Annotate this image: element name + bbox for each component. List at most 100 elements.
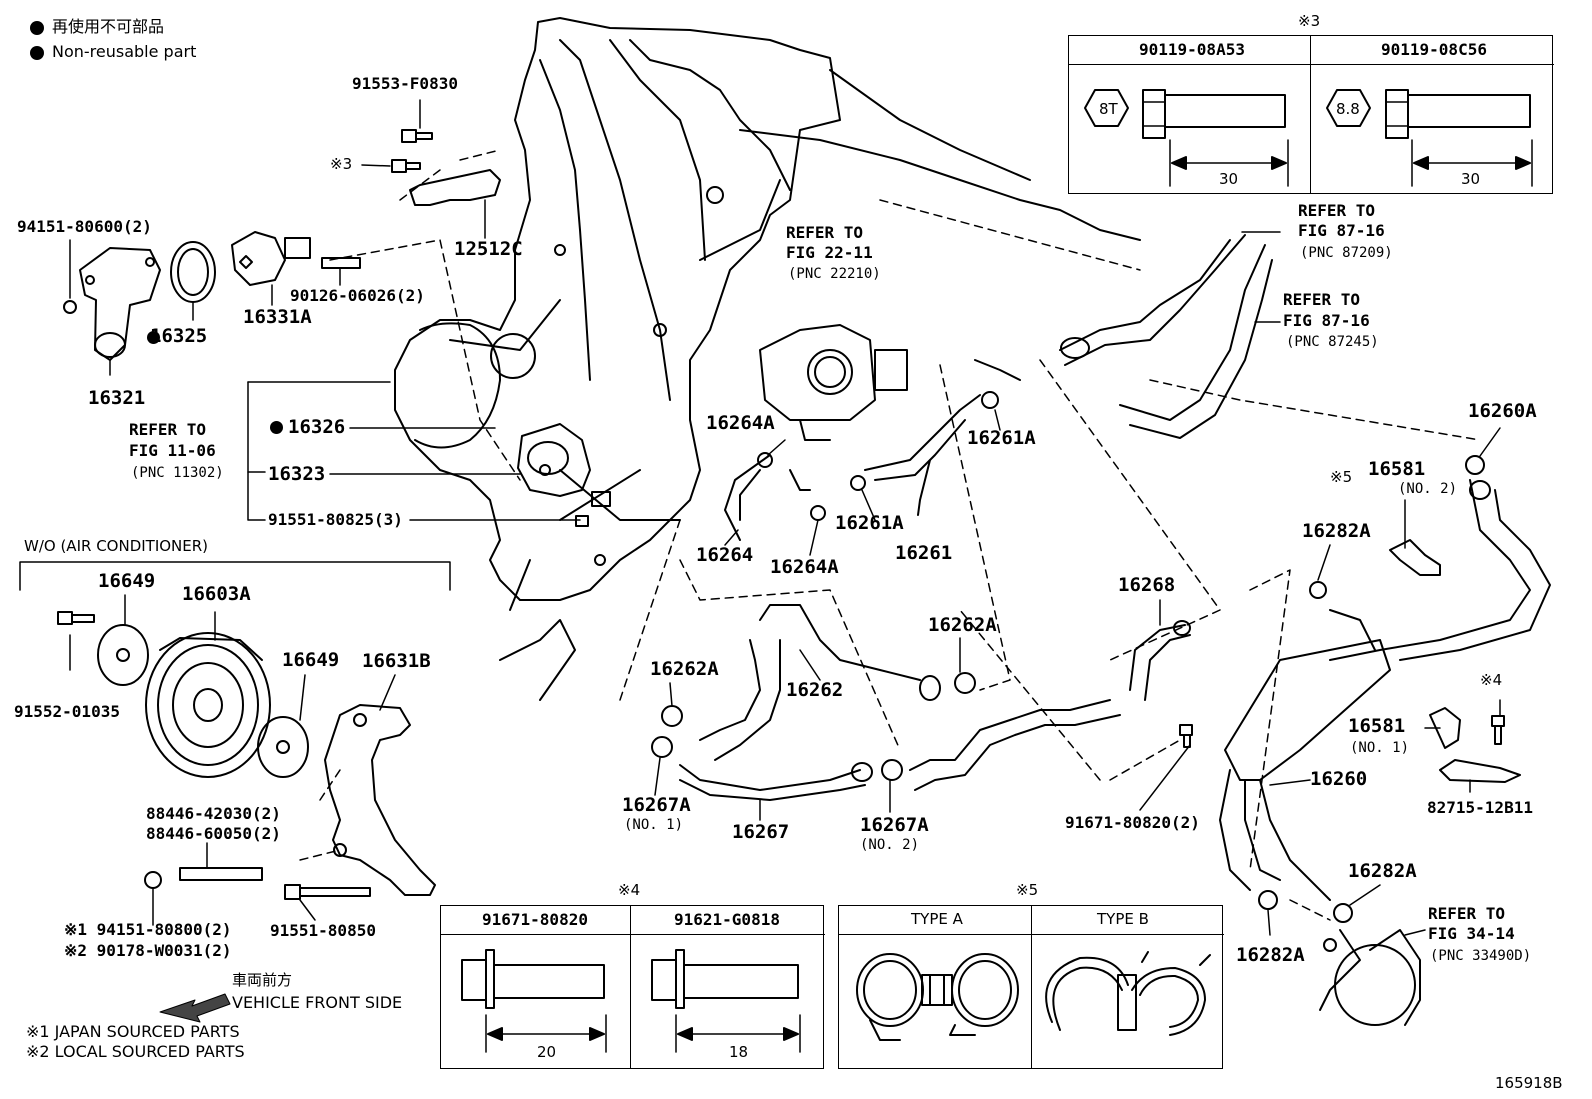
label-16282A-2[interactable]: 16282A	[1348, 860, 1417, 882]
label-16261A-2[interactable]: 16261A	[835, 512, 904, 534]
label-16261[interactable]: 16261	[895, 542, 953, 564]
label-16268[interactable]: 16268	[1118, 574, 1176, 596]
throttle-body-drawing	[759, 324, 908, 441]
front-caption-jp: 車両前方	[232, 971, 293, 989]
bolt-icon	[284, 884, 371, 900]
refer-87-16b-line1[interactable]: REFER TO	[1283, 290, 1361, 309]
front-caption-en: VEHICLE FRONT SIDE	[232, 993, 403, 1012]
idler-bracket-drawing	[324, 704, 436, 896]
table3-length-1: 30	[1219, 170, 1239, 188]
label-16282A-1[interactable]: 16282A	[1302, 520, 1371, 542]
refer-34-14-line2[interactable]: FIG 34-14	[1428, 924, 1515, 943]
vacuum-pump-drawing	[1323, 929, 1421, 1026]
bolt-spec-drawing-1	[1084, 89, 1289, 187]
label-16323[interactable]: 16323	[268, 463, 326, 485]
bracket-drawing	[409, 169, 501, 206]
label-16326[interactable]: 16326	[288, 416, 346, 438]
stud-bolt-drawing	[321, 257, 361, 269]
label-16261A-1[interactable]: 16261A	[967, 427, 1036, 449]
label-16264A-1[interactable]: 16264A	[706, 412, 775, 434]
label-94151-80800[interactable]: ※1 94151-80800(2)	[64, 920, 232, 939]
label-16262A-2[interactable]: 16262A	[650, 658, 719, 680]
label-90178-W0031[interactable]: ※2 90178-W0031(2)	[64, 941, 232, 960]
label-16581-no1[interactable]: 16581	[1348, 715, 1406, 737]
label-16603A[interactable]: 16603A	[182, 583, 251, 605]
refer-11-06-line1[interactable]: REFER TO	[129, 420, 207, 439]
leader-dashed-lines	[299, 149, 1481, 921]
label-16264A-2[interactable]: 16264A	[770, 556, 839, 578]
refer-34-14-line1[interactable]: REFER TO	[1428, 904, 1506, 923]
label-16581-no2[interactable]: 16581	[1368, 458, 1426, 480]
bolt-icon	[1491, 715, 1505, 745]
label-90126-06026[interactable]: 90126-06026(2)	[290, 286, 425, 305]
refer-87-16b-line3: (PNC 87245)	[1286, 334, 1379, 350]
label-16260A[interactable]: 16260A	[1468, 400, 1537, 422]
table4-length-1: 20	[537, 1043, 557, 1061]
label-note4-marker: ※4	[1480, 671, 1503, 689]
hose-ends	[851, 337, 1491, 782]
refer-11-06-line2[interactable]: FIG 11-06	[129, 441, 216, 460]
label-91551-80825[interactable]: 91551-80825(3)	[268, 510, 403, 529]
label-82715-12B11[interactable]: 82715-12B11	[1427, 798, 1533, 817]
label-16267[interactable]: 16267	[732, 821, 790, 843]
label-94151-80600[interactable]: 94151-80600(2)	[17, 217, 152, 236]
label-16321[interactable]: 16321	[88, 387, 146, 409]
label-91552-01035[interactable]: 91552-01035	[14, 702, 120, 721]
bolt-icon	[57, 611, 95, 625]
refer-22-11-line1[interactable]: REFER TO	[786, 223, 864, 242]
table4-length-2: 18	[729, 1043, 749, 1061]
label-16325[interactable]: 16325	[150, 325, 208, 347]
footnote-1: ※1 JAPAN SOURCED PARTS	[26, 1022, 240, 1041]
label-16649-2[interactable]: 16649	[282, 649, 340, 671]
hoses-drawing	[679, 234, 1551, 1011]
label-16267A-no2[interactable]: 16267A	[860, 814, 929, 836]
water-inlet-drawing	[79, 247, 161, 361]
label-16631B[interactable]: 16631B	[362, 650, 431, 672]
label-88446-42030[interactable]: 88446-42030(2)	[146, 804, 281, 823]
diagram-id: 165918B	[1495, 1074, 1563, 1092]
label-16267A-no1-suffix: (NO. 1)	[624, 817, 684, 833]
label-91551-80850[interactable]: 91551-80850	[270, 921, 376, 940]
label-16267A-no1[interactable]: 16267A	[622, 794, 691, 816]
label-88446-60050[interactable]: 88446-60050(2)	[146, 824, 281, 843]
table4-part-1: 91671-80820	[482, 910, 588, 929]
leader-lines	[69, 99, 1501, 936]
table5-type-b: TYPE B	[1097, 910, 1149, 928]
label-91671-80820[interactable]: 91671-80820(2)	[1065, 813, 1200, 832]
label-16331A[interactable]: 16331A	[243, 306, 312, 328]
front-arrow-icon	[159, 993, 231, 1023]
legend-dot-icon	[30, 46, 44, 60]
legend-jp: 再使用不可部品	[52, 17, 165, 36]
label-16262[interactable]: 16262	[786, 679, 844, 701]
o-ring-drawing	[490, 333, 536, 379]
table3-grade-1: 8T	[1099, 100, 1118, 118]
engine-timing-cover-drawing	[394, 17, 1141, 701]
bolt-spec-drawing-3	[461, 949, 607, 1053]
water-outlet-drawing	[517, 423, 611, 507]
label-16649-1[interactable]: 16649	[98, 570, 156, 592]
clamp-type-a-drawing	[856, 953, 1019, 1041]
wo-ac-bracket-line	[19, 561, 451, 591]
label-91553-F0830[interactable]: 91553-F0830	[352, 74, 458, 93]
label-12512C[interactable]: 12512C	[454, 238, 523, 260]
refer-22-11-line3: (PNC 22210)	[788, 266, 881, 282]
clip-icon	[1429, 707, 1461, 749]
label-16260[interactable]: 16260	[1310, 768, 1368, 790]
refer-22-11-line2[interactable]: FIG 22-11	[786, 243, 873, 262]
label-note3-marker: ※3	[330, 155, 353, 173]
clamp-type-table: TYPE A TYPE B	[838, 905, 1224, 1069]
table5-marker: ※5	[1016, 881, 1039, 899]
footnote-2: ※2 LOCAL SOURCED PARTS	[26, 1042, 245, 1061]
refer-87-16a-line2[interactable]: FIG 87-16	[1298, 221, 1385, 240]
bolt-icon	[391, 159, 421, 173]
non-reusable-dot-icon	[270, 421, 283, 434]
label-16264[interactable]: 16264	[696, 544, 754, 566]
label-16282A-3[interactable]: 16282A	[1236, 944, 1305, 966]
bolt-spec-table-3: 90119-08A53 90119-08C56 8T 8.8 30 30	[1068, 35, 1554, 194]
table3-marker: ※3	[1298, 12, 1321, 30]
refer-87-16a-line1[interactable]: REFER TO	[1298, 201, 1376, 220]
refer-bracket-line	[247, 381, 266, 521]
bolt-icon	[63, 300, 77, 314]
label-16262A-1[interactable]: 16262A	[928, 614, 997, 636]
refer-87-16b-line2[interactable]: FIG 87-16	[1283, 311, 1370, 330]
